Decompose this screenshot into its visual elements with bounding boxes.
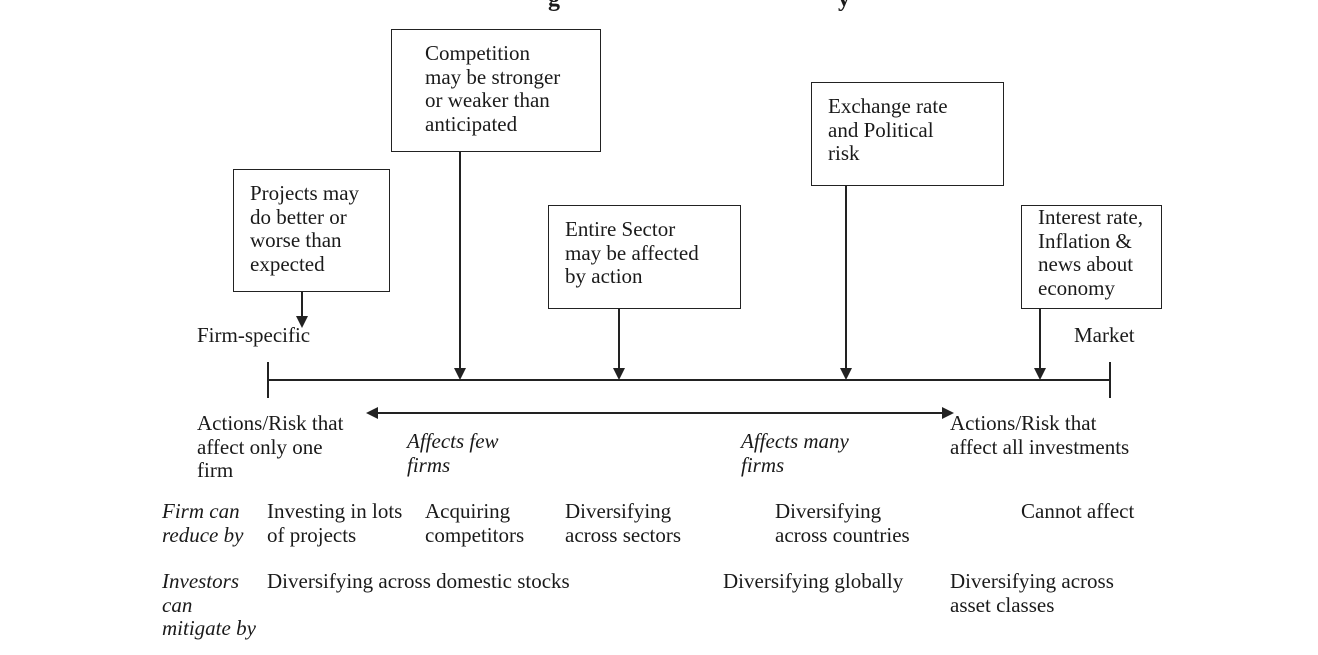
box-competition: Competition may be stronger or weaker th… — [391, 29, 601, 152]
firm-row-item: Cannot affect — [1021, 499, 1135, 523]
box-sector: Entire Sector may be affected by action — [548, 205, 741, 309]
firm-row-item: Acquiring competitors — [425, 499, 525, 547]
investor-row-item: Diversifying across domestic stocks — [267, 569, 570, 593]
investor-row-item: Diversifying globally — [723, 569, 904, 593]
investor-row-item: Diversifying across asset classes — [950, 569, 1114, 617]
axis-left-label: Firm-specific — [197, 323, 311, 347]
axis-right-label: Market — [1074, 323, 1135, 347]
title-fragment-left: g — [548, 0, 560, 12]
title-fragment-right: y — [838, 0, 850, 12]
left-end-description: Actions/Risk that affect only one firm — [197, 411, 344, 482]
firm-row-item: Diversifying across sectors — [565, 499, 682, 547]
box-projects: Projects may do better or worse than exp… — [233, 169, 390, 292]
firm-row-label: Firm can reduce by — [162, 499, 244, 547]
box-interest: Interest rate, Inflation & news about ec… — [1021, 205, 1162, 309]
box-exchange: Exchange rate and Political risk — [811, 82, 1004, 186]
affects-many-caption: Affects many firms — [741, 429, 849, 477]
firm-row-item: Investing in lots of projects — [267, 499, 403, 547]
right-end-description: Actions/Risk that affect all investments — [950, 411, 1130, 459]
investor-row-label: Investors can mitigate by — [162, 569, 256, 640]
firm-row-item: Diversifying across countries — [775, 499, 910, 547]
affects-few-caption: Affects few firms — [407, 429, 499, 477]
